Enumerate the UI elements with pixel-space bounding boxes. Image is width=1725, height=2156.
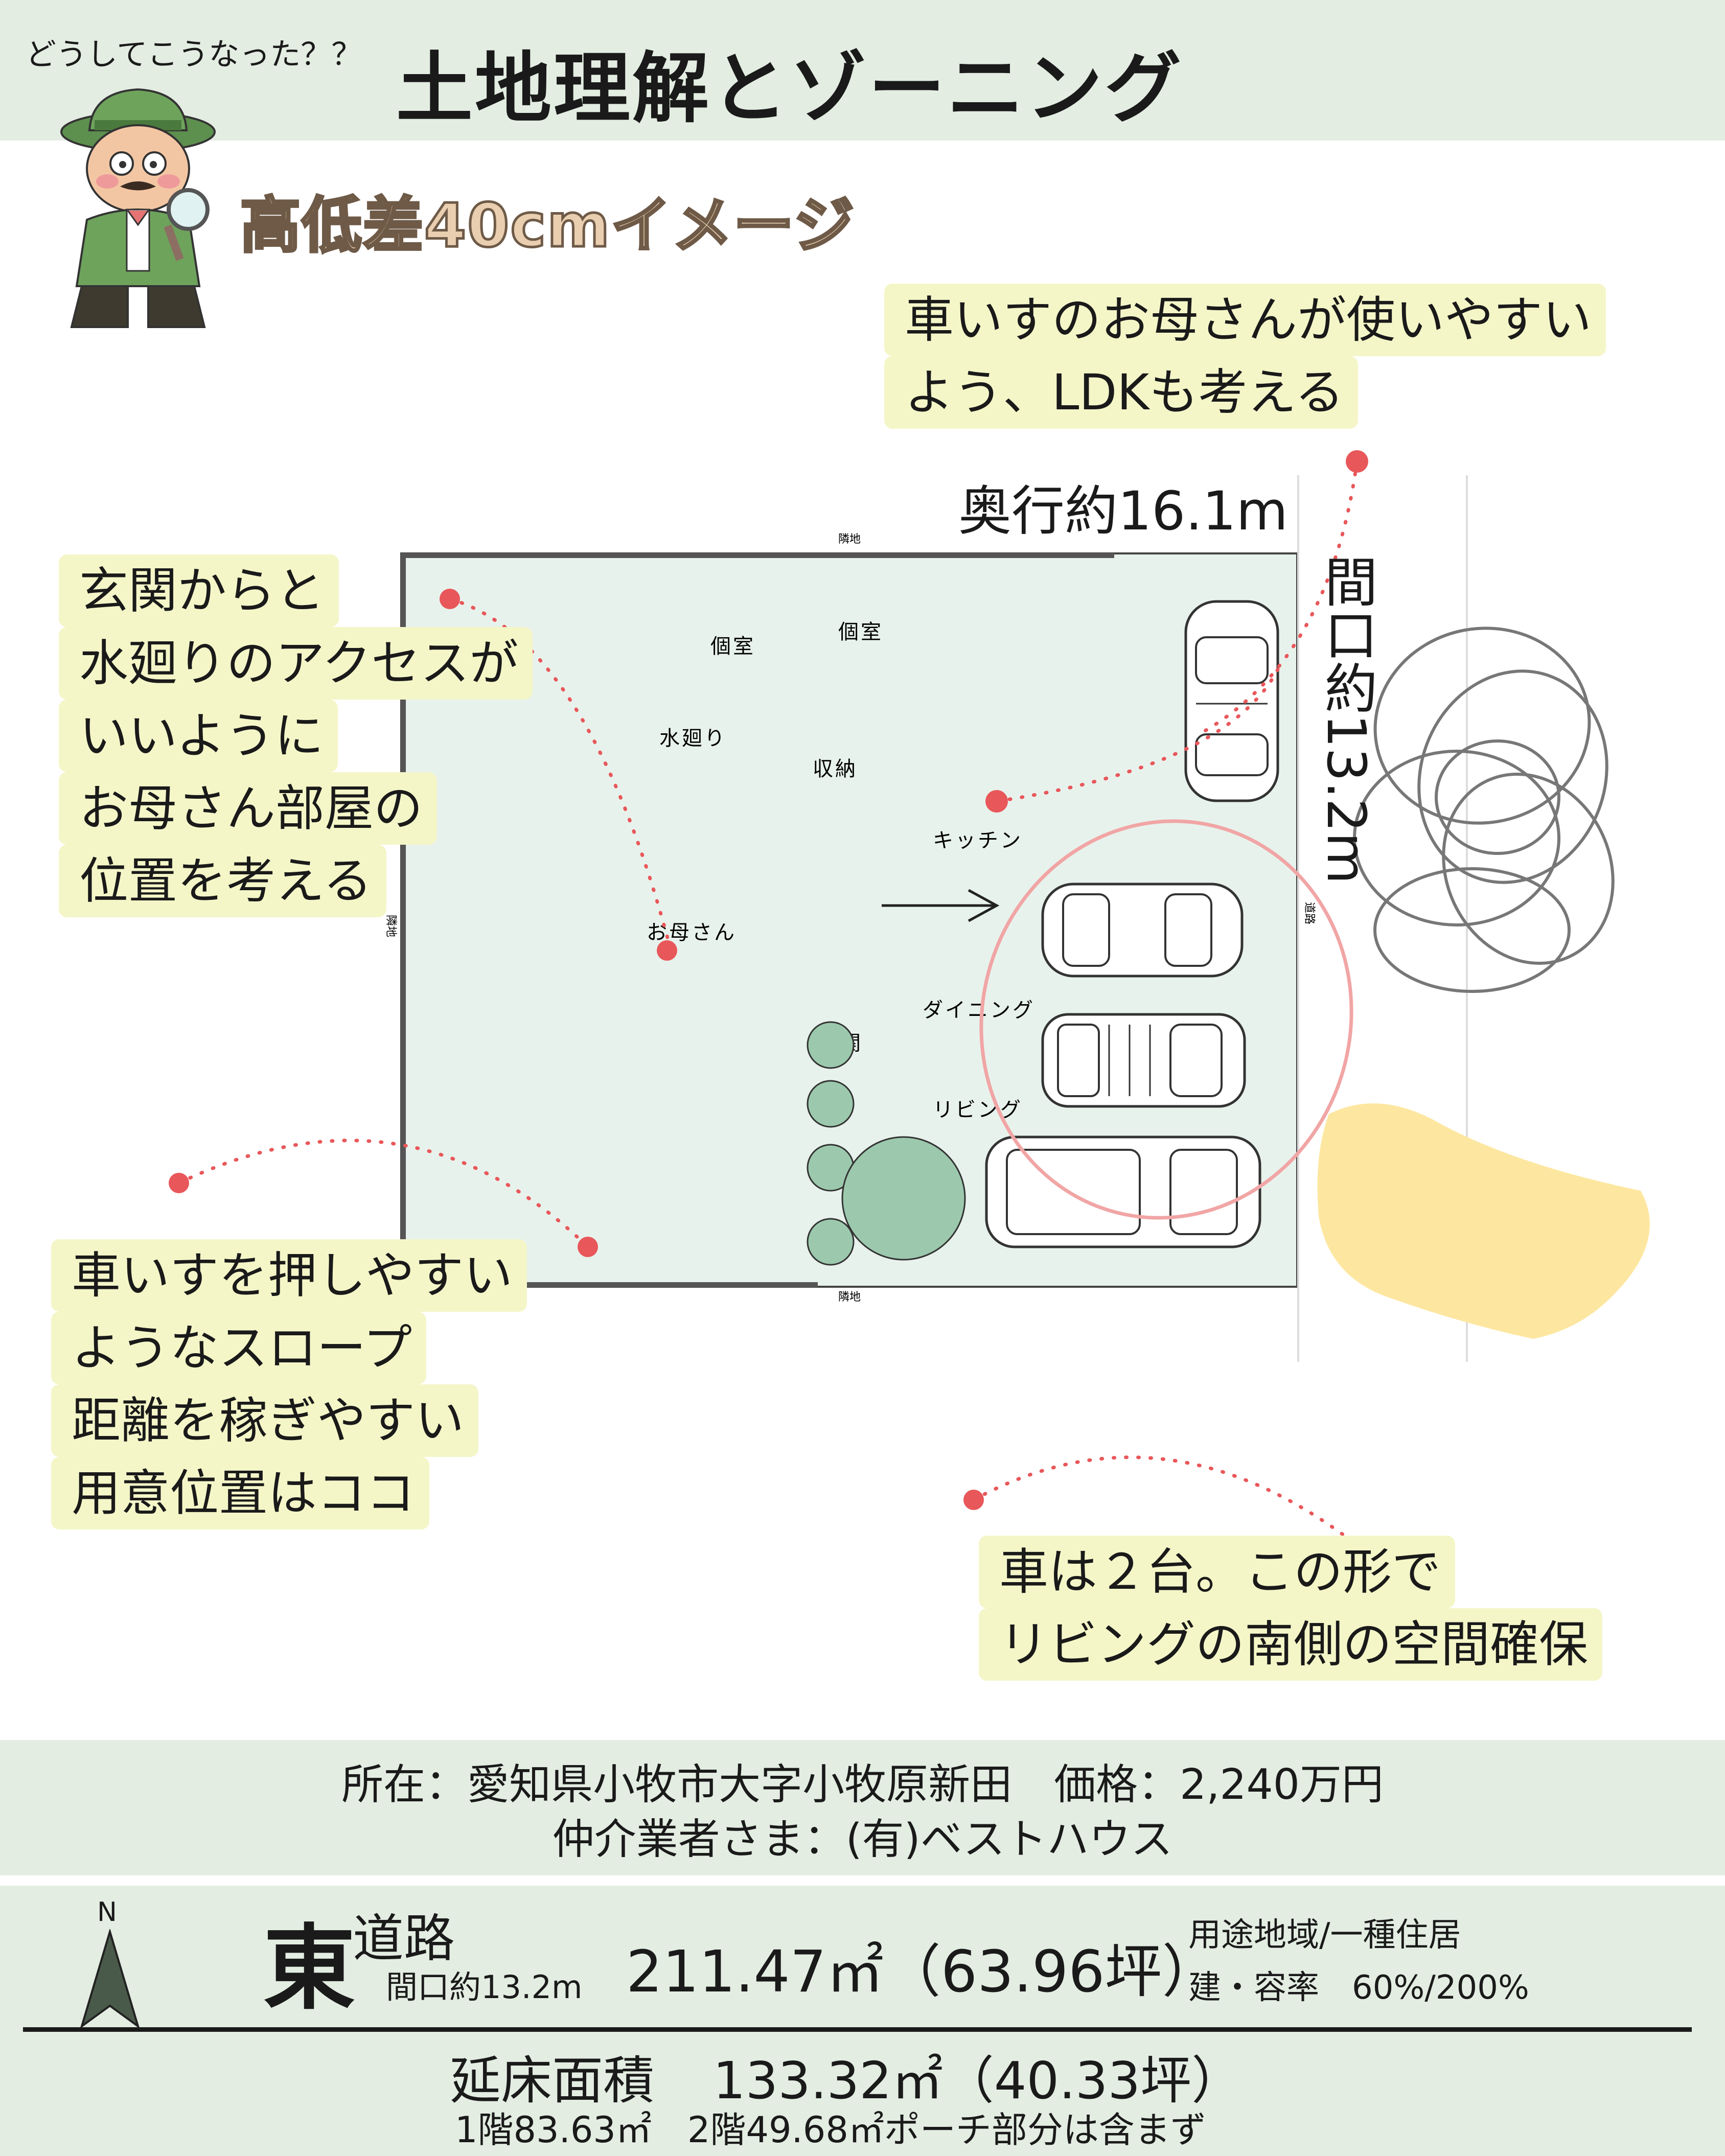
callout-line: いいように (59, 700, 338, 772)
site-plan: 隣地 隣地 隣地 道路 個室 個室 水廻り 収納 キッチン お母さん ダイニング… (169, 450, 1650, 1578)
agent-name: 仲介業者さま：(有)ベストハウス (552, 1815, 1173, 1864)
zoning-info: 用途地域/一種住居 (1188, 1916, 1461, 1954)
room-water: 水廻り (659, 727, 727, 750)
callout-line: よう、LDKも考える (884, 356, 1359, 429)
location-price: 所在：愛知県小牧市大字小牧原新田 価格：2,240万円 (341, 1760, 1384, 1809)
scribble-icon (1353, 627, 1615, 993)
car-icon-vertical (1184, 600, 1279, 802)
callout-slope: 車いすを押しやすい ようなスロープ 距離を稼ぎやすい 用意位置はココ (51, 1239, 527, 1529)
location-band (0, 1740, 1725, 1875)
callout-line: 用意位置はココ (51, 1457, 429, 1529)
north-arrow-icon (80, 1929, 140, 2029)
leader-lines (177, 459, 1382, 1566)
room-living: リビング (933, 1098, 1023, 1122)
detective-mascot-icon (60, 88, 216, 328)
callout-line: お母さん部屋の (59, 772, 437, 845)
header-band (0, 0, 1725, 141)
callout-line: リビングの南側の空間確保 (979, 1608, 1602, 1681)
callout-entrance: 玄関からと 水廻りのアクセスが いいように お母さん部屋の 位置を考える (59, 554, 533, 917)
room-private-1: 個室 (710, 635, 755, 658)
room-dining: ダイニング (923, 999, 1035, 1022)
callout-line: 水廻りのアクセスが (59, 627, 533, 700)
room-private-2: 個室 (838, 620, 883, 644)
callout-cars: 車は２台。この形で リビングの南側の空間確保 (979, 1536, 1602, 1681)
coverage-info: 建・容率 60%/200% (1188, 1969, 1529, 2007)
header-question: どうしてこうなった？？ (26, 37, 362, 73)
callout-ldk: 車いすのお母さんが使いやすい よう、LDKも考える (884, 284, 1606, 429)
room-mother: お母さん (647, 921, 737, 944)
area-band (0, 1886, 1725, 2156)
callout-line: 玄関からと (59, 554, 339, 627)
highlight-circle (979, 819, 1353, 1220)
frontage-dimension: 間口約13.2m (1315, 554, 1377, 884)
road-label: 道路 (353, 1909, 455, 1968)
floor-area-label: 延床面積 (450, 2051, 654, 2111)
callout-line: ようなスロープ (51, 1312, 427, 1384)
callout-line: 車いすのお母さんが使いやすい (884, 284, 1606, 356)
car-icon-3 (985, 1135, 1261, 1248)
callout-line: 位置を考える (59, 845, 387, 917)
floor-area-value: 133.32㎡（40.33坪） (713, 2051, 1243, 2111)
room-kitchen: キッチン (933, 829, 1023, 852)
neighbor-bottom-label: 隣地 (838, 1291, 861, 1304)
neighbor-left-label: 隣地 (384, 915, 397, 937)
depth-dimension: 奥行約16.1m (958, 480, 1288, 542)
car-icon-1 (1041, 883, 1244, 978)
room-storage: 収納 (813, 757, 858, 781)
road-side-label: 道路 (1303, 902, 1316, 924)
tree-icons (807, 1021, 966, 1266)
callout-line: 車いすを押しやすい (51, 1239, 527, 1312)
frontage-info: 間口約13.2m (386, 1968, 583, 2006)
road-direction: 東 (263, 1915, 356, 2022)
callout-line: 車は２台。この形で (979, 1536, 1455, 1608)
direction-arrow-icon (882, 889, 1000, 922)
section-subtitle: 高低差40cmイメージ (239, 189, 856, 262)
highlight-patch (1317, 1103, 1650, 1339)
north-label: N (97, 1897, 117, 1928)
callout-line: 距離を稼ぎやすい (51, 1384, 478, 1457)
divider (23, 2027, 1692, 2032)
neighbor-top-label: 隣地 (838, 533, 861, 546)
floor-area-detail: 1階83.63㎡ 2階49.68㎡ポーチ部分は含まず (455, 2109, 1206, 2151)
land-area: 211.47㎡（63.96坪） (626, 1939, 1220, 2005)
car-icon-2 (1041, 1013, 1246, 1108)
page-title: 土地理解とゾーニング (396, 44, 1184, 133)
